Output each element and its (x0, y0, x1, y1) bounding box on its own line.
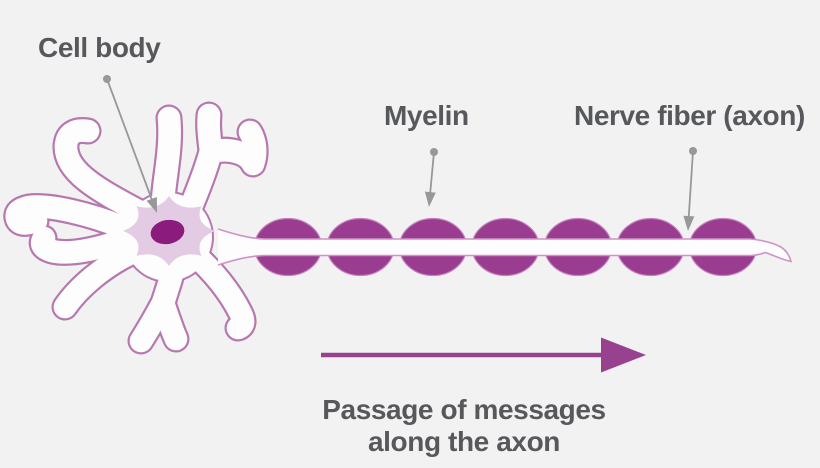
nerve-fiber-pointer (683, 147, 697, 231)
myelin-label: Myelin (384, 100, 469, 131)
nucleus (150, 219, 185, 245)
axon-outline (217, 228, 793, 266)
caption-line-2: along the axon (368, 426, 560, 457)
caption-line-1: Passage of messages (322, 394, 606, 425)
message-direction-arrow (321, 337, 646, 373)
cell-body-pointer (103, 75, 157, 213)
axon-message-caption: Passage of messages along the axon (312, 394, 616, 458)
myelin-pointer (424, 148, 438, 207)
nerve-fiber-label: Nerve fiber (axon) (574, 100, 805, 131)
cell-body-label: Cell body (38, 32, 161, 63)
axon (218, 229, 791, 265)
